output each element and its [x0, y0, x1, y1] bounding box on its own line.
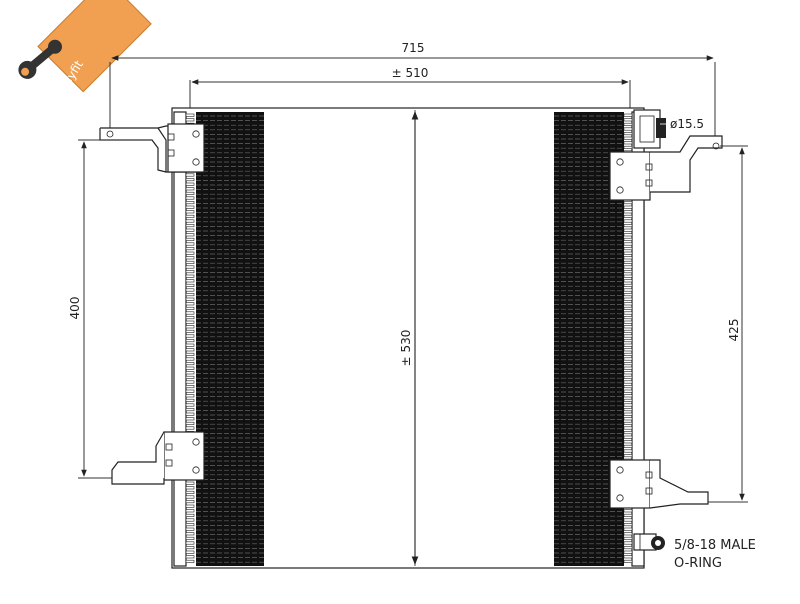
left-fin-band	[196, 112, 264, 566]
wrench-icon	[18, 39, 62, 79]
condenser-core	[171, 107, 645, 569]
left-upper-bracket	[99, 123, 205, 173]
connection-spec-line1: 5/8-18 MALE	[674, 538, 756, 553]
core-height-dimension: ± 530	[399, 111, 419, 565]
left-spacing-label: 400	[68, 297, 82, 320]
easyfit-logo: easyfit	[18, 0, 152, 100]
core-height-label: ± 530	[399, 330, 413, 367]
bracket-plate	[163, 431, 205, 481]
bracket-plate	[167, 123, 205, 173]
right-spacing-dimension: 425	[708, 145, 748, 503]
core-width-dimension: ± 510	[189, 66, 631, 108]
mount-hole	[712, 142, 720, 150]
left-header-tank	[173, 111, 187, 567]
outlet-fitting	[633, 533, 665, 551]
pipe-diameter-label: ø15.5	[670, 117, 704, 131]
mount-hole	[106, 130, 114, 138]
inlet-pipe-fitting: ø15.5	[633, 109, 704, 149]
bracket-plate	[609, 459, 651, 509]
overall-width-label: 715	[402, 41, 425, 55]
left-spacing-dimension: 400	[68, 139, 152, 479]
overall-width-dimension: 715	[109, 41, 716, 140]
core-width-label: ± 510	[392, 66, 429, 80]
right-lower-bracket	[609, 459, 709, 509]
right-upper-bracket	[609, 135, 723, 201]
connection-spec-line2: O-RING	[674, 556, 722, 571]
left-lower-bracket	[111, 431, 205, 485]
pipe-stub	[656, 118, 666, 138]
bracket-plate	[609, 151, 651, 201]
right-spacing-label: 425	[727, 319, 741, 342]
